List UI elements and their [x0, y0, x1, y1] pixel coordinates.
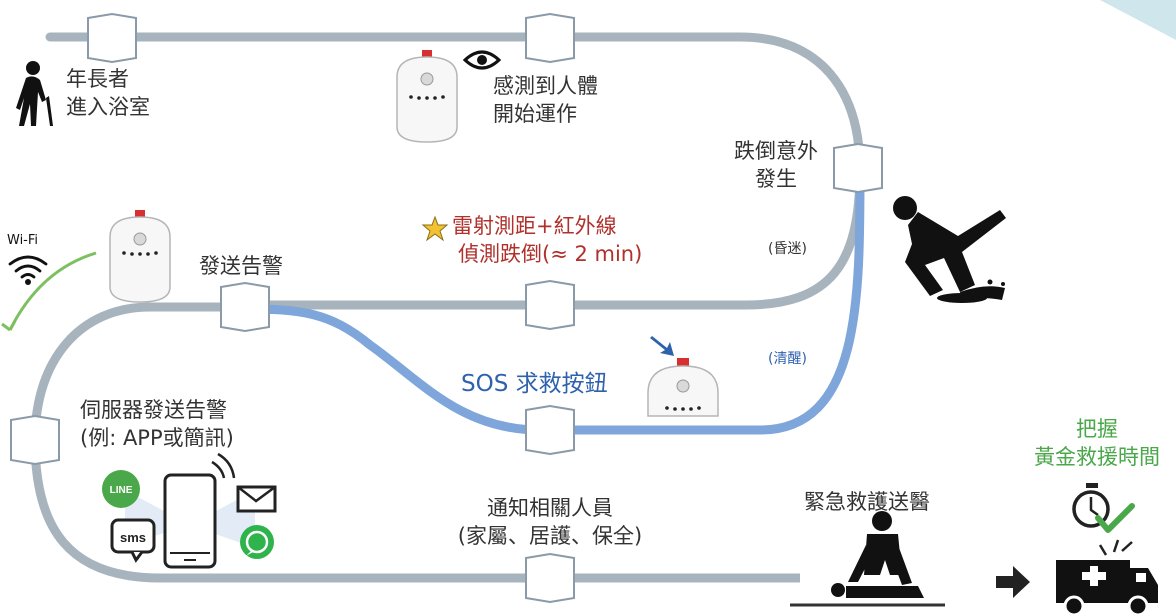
sms-badge-text: sms	[120, 530, 146, 545]
wifi-signal-curve	[8, 251, 97, 331]
sensor-device-icon	[647, 358, 719, 417]
step-golden-time: 把握 黃金救援時間	[1022, 415, 1172, 471]
eye-icon	[462, 50, 502, 70]
line-badge-text: LINE	[110, 485, 133, 496]
elderly-person-icon	[16, 61, 53, 126]
step-notify: 通知相關人員 (家屬、居護、保全)	[444, 494, 656, 550]
step-detect-line2: 偵測跌倒(≈ 2 min)	[458, 242, 643, 266]
step-fall-event-line2: 發生	[755, 167, 797, 191]
step-notify-line2: (家屬、居護、保全)	[457, 524, 643, 548]
pointer-arrow-icon	[650, 336, 674, 356]
step-fall-event: 跌倒意外 發生	[726, 137, 826, 193]
stopwatch-icon	[1072, 483, 1135, 533]
step-elder-enter-line2: 進入浴室	[66, 95, 150, 119]
star-icon	[421, 215, 449, 242]
step-sensor-start-line2: 開始運作	[493, 102, 577, 126]
wifi-icon	[8, 255, 48, 279]
hex-node-7	[10, 414, 60, 466]
sensor-device-icon	[396, 50, 458, 143]
step-server-alert-line1: 伺服器發送告警	[80, 398, 227, 422]
hex-node-8	[525, 552, 575, 604]
mail-icon	[236, 485, 277, 513]
hex-node-3	[833, 142, 883, 194]
hex-node-2	[525, 12, 575, 64]
track-top	[45, 32, 865, 175]
sms-icon: sms	[110, 518, 156, 563]
step-send-alert: 發送告警	[199, 254, 283, 278]
step-fall-event-line1: 跌倒意外	[734, 139, 818, 163]
hex-node-6	[525, 404, 575, 456]
hex-node-5	[220, 281, 270, 333]
ambulance-icon	[1056, 539, 1158, 615]
step-sos-button: SOS 求救按鈕	[461, 371, 608, 397]
step-elder-enter: 年長者 進入浴室	[66, 65, 150, 121]
step-sensor-start: 感測到人體 開始運作	[493, 72, 598, 128]
step-emergency: 緊急救護送醫	[804, 490, 930, 514]
step-golden-time-line1: 把握	[1076, 417, 1118, 441]
step-elder-enter-line1: 年長者	[66, 67, 129, 91]
step-detect: 雷射測距+紅外線 偵測跌倒(≈ 2 min)	[452, 212, 642, 268]
whatsapp-icon	[240, 525, 274, 559]
phone-icon	[163, 452, 236, 569]
step-server-alert-line2: (例: APP或簡訊)	[80, 426, 234, 450]
state-conscious: (清醒)	[768, 351, 807, 367]
sensor-device-icon	[109, 210, 171, 303]
step-detect-line1: 雷射測距+紅外線	[452, 214, 617, 238]
arrow-right-icon	[996, 566, 1030, 598]
hex-node-4	[525, 279, 575, 331]
wifi-label: Wi-Fi	[7, 233, 39, 248]
falling-person-icon	[893, 196, 1006, 303]
step-sensor-start-line1: 感測到人體	[493, 74, 598, 98]
hex-node-1	[87, 12, 137, 64]
cpr-icon	[831, 511, 924, 598]
state-unconscious: (昏迷)	[768, 241, 807, 257]
line-icon: LINE	[102, 470, 140, 508]
step-server-alert: 伺服器發送告警 (例: APP或簡訊)	[80, 396, 234, 452]
step-notify-line1: 通知相關人員	[487, 496, 613, 520]
step-golden-time-line2: 黃金救援時間	[1034, 445, 1160, 469]
track-conscious	[244, 169, 865, 435]
corner-accent	[1100, 0, 1176, 40]
